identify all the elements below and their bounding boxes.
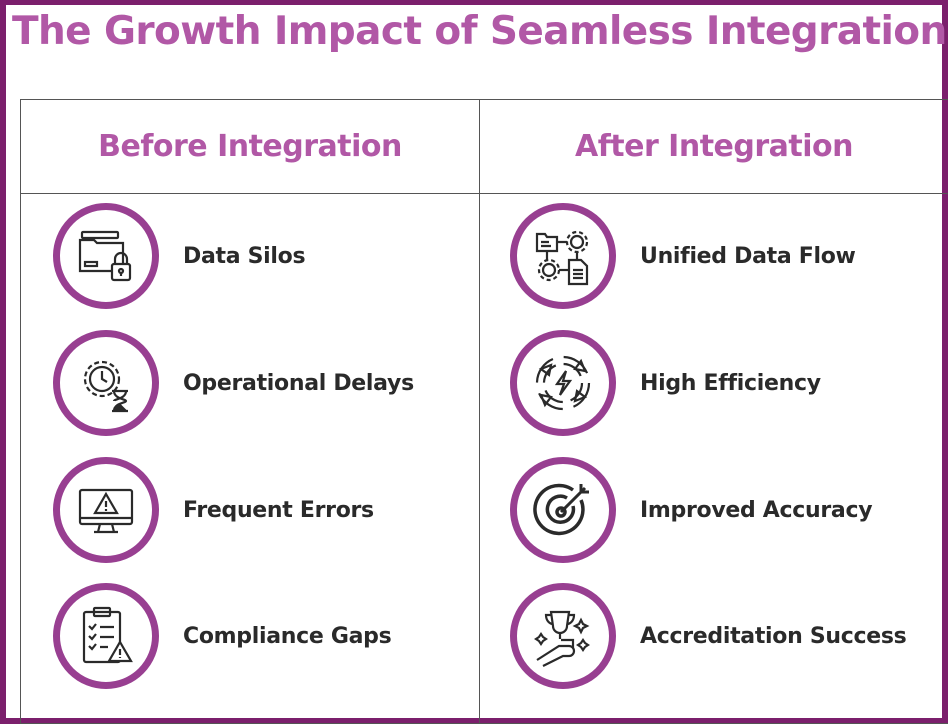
monitor-warning-icon xyxy=(53,457,159,563)
item-label: Frequent Errors xyxy=(183,497,374,523)
after-item-high-efficiency: High Efficiency xyxy=(510,329,821,437)
header-divider xyxy=(21,193,948,194)
column-divider xyxy=(479,100,480,723)
after-heading: After Integration xyxy=(574,129,854,164)
item-label: Accreditation Success xyxy=(640,623,907,649)
trophy-hand-icon xyxy=(510,583,616,689)
item-label: Compliance Gaps xyxy=(183,623,392,649)
data-flow-icon xyxy=(510,203,616,309)
item-label: Data Silos xyxy=(183,243,306,269)
cycle-lightning-icon xyxy=(510,330,616,436)
gear-clock-hourglass-icon xyxy=(53,330,159,436)
before-item-compliance-gaps: Compliance Gaps xyxy=(53,582,392,690)
after-item-accreditation-success: Accreditation Success xyxy=(510,582,907,690)
item-label: Unified Data Flow xyxy=(640,243,856,269)
before-item-frequent-errors: Frequent Errors xyxy=(53,456,374,564)
page-title: The Growth Impact of Seamless Integratio… xyxy=(12,9,948,54)
checklist-warning-icon xyxy=(53,583,159,689)
before-heading: Before Integration xyxy=(98,129,402,164)
item-label: High Efficiency xyxy=(640,370,821,396)
after-item-unified-data-flow: Unified Data Flow xyxy=(510,202,856,310)
folder-lock-icon xyxy=(53,203,159,309)
comparison-table: Before Integration After Integration Dat… xyxy=(20,99,948,724)
target-icon xyxy=(510,457,616,563)
after-item-improved-accuracy: Improved Accuracy xyxy=(510,456,873,564)
item-label: Improved Accuracy xyxy=(640,497,873,523)
item-label: Operational Delays xyxy=(183,370,414,396)
before-item-data-silos: Data Silos xyxy=(53,202,306,310)
before-item-operational-delays: Operational Delays xyxy=(53,329,414,437)
